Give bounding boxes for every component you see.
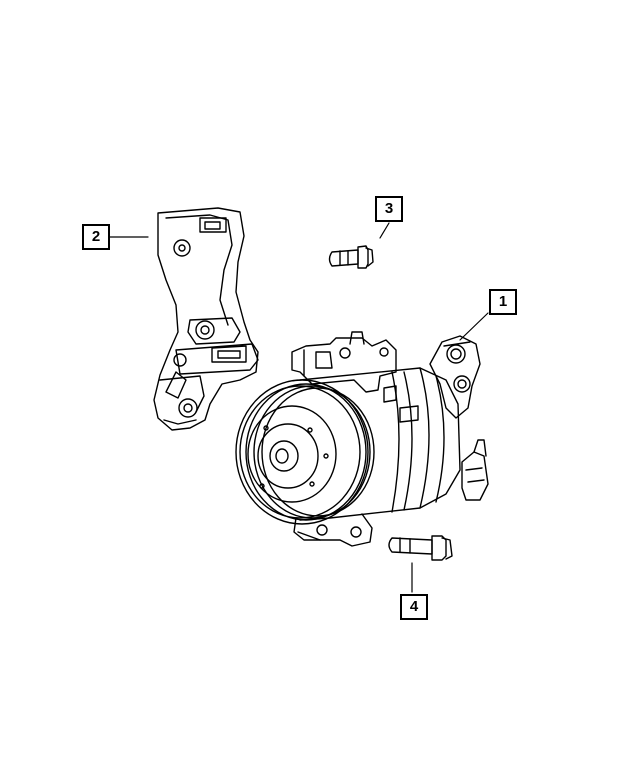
leader-line-1 (459, 312, 489, 341)
leader-line-3 (379, 222, 390, 239)
leader-lines (109, 222, 489, 593)
bolt-small (328, 245, 374, 269)
callout-1: 1 (489, 289, 517, 315)
callout-2: 2 (82, 224, 110, 250)
mounting-bracket (153, 207, 259, 431)
callout-3: 3 (375, 196, 403, 222)
callout-4: 4 (400, 594, 428, 620)
bolt-long (388, 535, 453, 561)
ac-compressor (235, 331, 489, 547)
